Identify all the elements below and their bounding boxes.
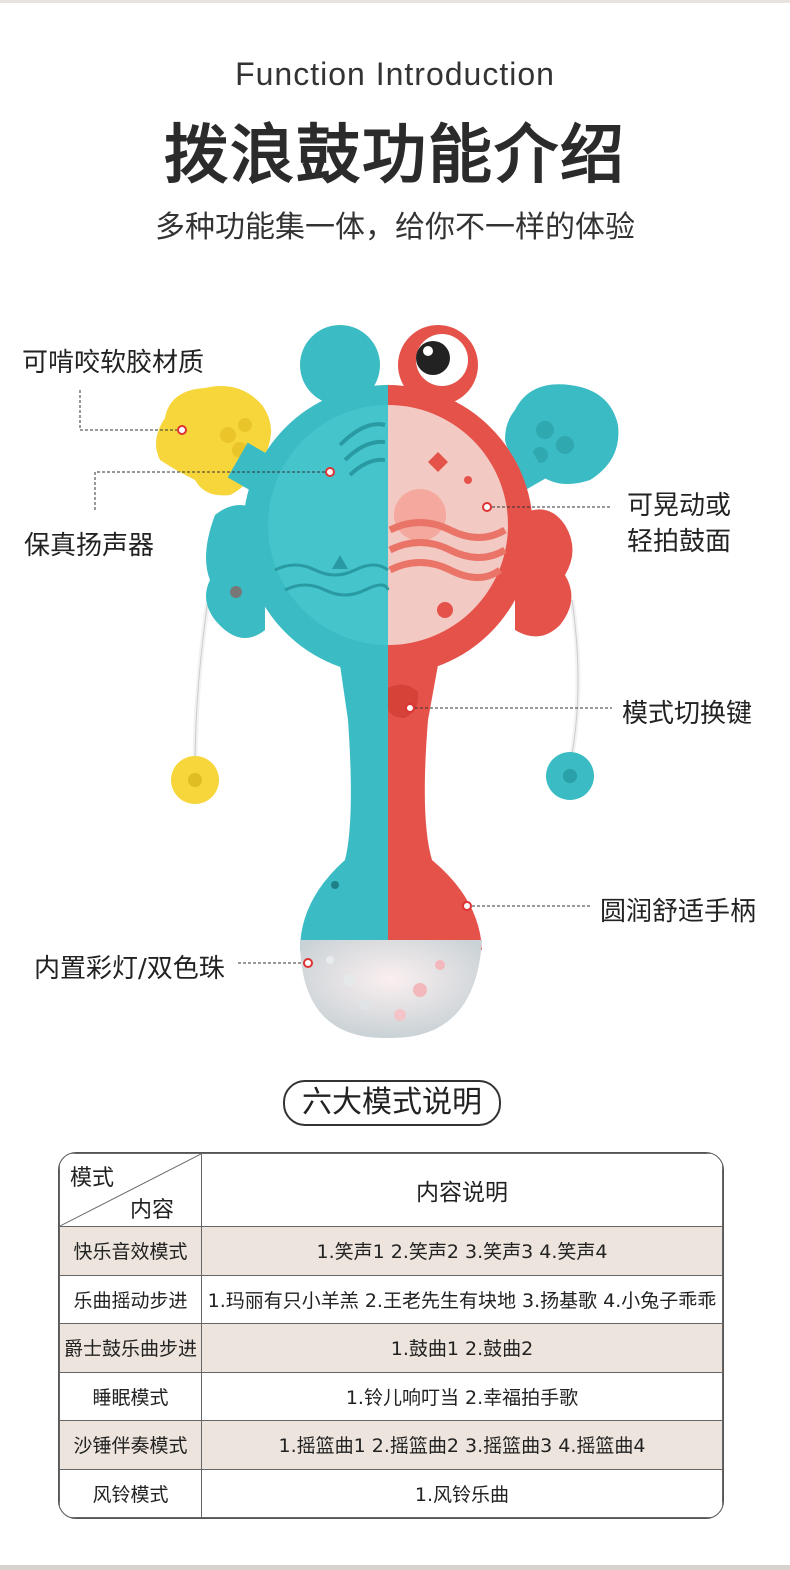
content-cell: 1.铃儿响叮当 2.幸福拍手歌	[201, 1371, 723, 1421]
modes-section-title: 六大模式说明	[283, 1080, 501, 1126]
corner-label-mode: 模式	[70, 1166, 115, 1191]
callout-mode-switch-key: 模式切换键	[622, 699, 753, 729]
table-row: 沙锤伴奏模式 1.摇篮曲1 2.摇篮曲2 3.摇篮曲3 4.摇篮曲4	[59, 1420, 723, 1470]
content-header: 内容说明	[201, 1153, 723, 1227]
callout-handle: 圆润舒适手柄	[600, 897, 757, 927]
modes-table: 模式 内容 内容说明 快乐音效模式 1.笑声1 2.笑声2 3.笑声3 4.笑声…	[58, 1152, 724, 1519]
corner-label-content: 内容	[130, 1198, 175, 1223]
content-cell: 1.玛丽有只小羊羔 2.王老先生有块地 3.扬基歌 4.小兔子乖乖	[201, 1274, 723, 1324]
mode-cell: 乐曲摇动步进	[59, 1274, 202, 1324]
callout-chewable-material: 可啃咬软胶材质	[22, 348, 205, 378]
table-corner-cell: 模式 内容	[59, 1153, 202, 1227]
mode-cell: 沙锤伴奏模式	[59, 1420, 202, 1470]
content-cell: 1.鼓曲1 2.鼓曲2	[201, 1323, 723, 1373]
content-cell: 1.风铃乐曲	[201, 1468, 723, 1518]
callout-built-in-light: 内置彩灯/双色珠	[34, 954, 225, 984]
table-row: 风铃模式 1.风铃乐曲	[59, 1468, 723, 1518]
top-divider	[0, 0, 790, 3]
crab-rattle-toy-image	[79, 325, 619, 1039]
table-header-row: 模式 内容 内容说明	[59, 1153, 723, 1227]
mode-cell: 快乐音效模式	[59, 1226, 202, 1276]
table-row: 乐曲摇动步进 1.玛丽有只小羊羔 2.王老先生有块地 3.扬基歌 4.小兔子乖乖	[59, 1274, 723, 1324]
mode-cell: 风铃模式	[59, 1468, 202, 1518]
callout-drum-face: 可晃动或轻拍鼓面	[627, 491, 732, 557]
product-illustration: 可啃咬软胶材质 保真扬声器 可晃动或轻拍鼓面 模式切换键 圆润舒适手柄 内置彩灯…	[0, 300, 790, 1060]
mode-cell: 爵士鼓乐曲步进	[59, 1323, 202, 1373]
content-cell: 1.笑声1 2.笑声2 3.笑声3 4.笑声4	[201, 1226, 723, 1276]
table-row: 爵士鼓乐曲步进 1.鼓曲1 2.鼓曲2	[59, 1323, 723, 1373]
callout-speaker: 保真扬声器	[24, 531, 155, 561]
table-row: 快乐音效模式 1.笑声1 2.笑声2 3.笑声3 4.笑声4	[59, 1226, 723, 1276]
page-title: 拨浪鼓功能介绍	[164, 119, 626, 193]
bottom-divider	[0, 1565, 790, 1570]
table-row: 睡眠模式 1.铃儿响叮当 2.幸福拍手歌	[59, 1371, 723, 1421]
page-subtitle: 多种功能集一体，给你不一样的体验	[155, 210, 635, 245]
title-english: Function Introduction	[235, 56, 555, 92]
mode-cell: 睡眠模式	[59, 1371, 202, 1421]
content-cell: 1.摇篮曲1 2.摇篮曲2 3.摇篮曲3 4.摇篮曲4	[201, 1420, 723, 1470]
